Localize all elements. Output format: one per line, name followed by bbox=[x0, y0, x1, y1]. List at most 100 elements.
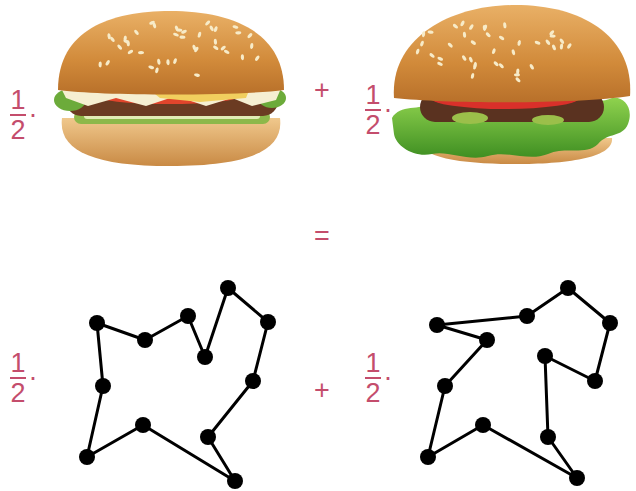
sesame-seed bbox=[493, 61, 500, 67]
coefficient-label: 2 bbox=[10, 378, 25, 408]
sesame-seed bbox=[105, 59, 111, 66]
graph-vertex bbox=[429, 317, 445, 333]
tour-graph bbox=[79, 280, 276, 489]
label-position: 1 bbox=[10, 350, 25, 377]
tour-graph bbox=[420, 280, 618, 486]
coefficient-label: 1 bbox=[10, 85, 25, 115]
sesame-seed bbox=[545, 39, 551, 46]
sesame-seed bbox=[133, 29, 139, 36]
sesame-seed bbox=[152, 22, 157, 29]
graph-vertex bbox=[220, 280, 236, 296]
sesame-seed bbox=[197, 31, 202, 38]
sesame-seed bbox=[485, 32, 492, 38]
label-position: 2 bbox=[10, 117, 25, 144]
label-position: + bbox=[314, 377, 330, 404]
sesame-seed bbox=[204, 20, 210, 27]
graph-vertex bbox=[227, 473, 243, 489]
sesame-seed bbox=[560, 43, 564, 49]
graph-vertex bbox=[602, 315, 618, 331]
hamburger-picture bbox=[394, 5, 630, 102]
coefficient-label: · bbox=[384, 362, 393, 392]
coefficient-label: · bbox=[29, 362, 38, 392]
coefficient-label: 1 bbox=[365, 348, 380, 378]
graph-vertex bbox=[537, 348, 553, 364]
coefficient-label: + bbox=[314, 75, 330, 105]
coefficient-label: · bbox=[384, 94, 393, 124]
sesame-seed bbox=[176, 29, 182, 32]
tour-graph bbox=[79, 280, 276, 489]
sesame-seed bbox=[247, 32, 253, 39]
sesame-seed bbox=[123, 39, 130, 44]
sesame-seed bbox=[235, 31, 241, 35]
hamburger-picture bbox=[415, 20, 572, 83]
graph-vertex bbox=[420, 449, 436, 465]
coefficient-label: 2 bbox=[10, 115, 25, 145]
label-position: 2 bbox=[10, 380, 25, 407]
sesame-seed bbox=[193, 46, 199, 53]
sesame-seed bbox=[516, 68, 520, 74]
sesame-seed bbox=[422, 31, 426, 37]
graph-vertex bbox=[79, 449, 95, 465]
graph-vertex bbox=[519, 308, 535, 324]
label-position: 1 bbox=[10, 87, 25, 114]
sesame-seed bbox=[473, 62, 477, 68]
graph-vertex bbox=[89, 315, 105, 331]
sesame-seed bbox=[447, 42, 454, 48]
sesame-seed bbox=[419, 40, 424, 47]
sesame-seed bbox=[470, 73, 474, 80]
sesame-seed bbox=[549, 29, 555, 36]
sesame-seed bbox=[209, 25, 215, 32]
sesame-seed bbox=[194, 73, 201, 77]
sesame-seed bbox=[498, 62, 504, 69]
sesame-seed bbox=[566, 43, 572, 50]
sesame-seed bbox=[468, 56, 473, 63]
graph-vertex bbox=[479, 332, 495, 348]
sesame-seed bbox=[241, 54, 244, 60]
coefficient-label: + bbox=[314, 375, 330, 405]
graph-vertex bbox=[197, 349, 213, 365]
label-position: · bbox=[384, 96, 393, 123]
hamburger-picture bbox=[452, 112, 488, 124]
label-position: = bbox=[314, 223, 330, 250]
sesame-seed bbox=[172, 58, 177, 65]
sesame-seed bbox=[223, 49, 230, 55]
sesame-seed bbox=[517, 40, 521, 47]
sesame-seed bbox=[214, 39, 218, 45]
sesame-seed bbox=[166, 59, 169, 65]
hamburger-picture bbox=[58, 11, 284, 95]
graph-vertex bbox=[245, 373, 261, 389]
graph-vertex bbox=[135, 417, 151, 433]
label-position: · bbox=[29, 101, 38, 128]
graph-vertex bbox=[437, 378, 453, 394]
sesame-seed bbox=[107, 33, 111, 39]
graph-vertex bbox=[137, 332, 153, 348]
sesame-seed bbox=[470, 40, 477, 46]
tour-graph bbox=[428, 288, 610, 478]
coefficient-label: 2 bbox=[365, 378, 380, 408]
sesame-seed bbox=[173, 32, 180, 37]
graph-vertex bbox=[95, 378, 111, 394]
sesame-seed bbox=[99, 61, 102, 67]
sesame-seed bbox=[220, 45, 227, 51]
label-position: · bbox=[29, 364, 38, 391]
sesame-seed bbox=[232, 25, 239, 30]
sesame-seed bbox=[468, 24, 474, 31]
coefficient-label: 2 bbox=[365, 110, 380, 140]
coefficient-label: 1 bbox=[365, 80, 380, 110]
sesame-seed bbox=[212, 45, 219, 51]
coefficient-label: = bbox=[314, 221, 330, 251]
hamburger-picture bbox=[62, 118, 281, 166]
graph-vertex bbox=[180, 308, 196, 324]
sesame-seed bbox=[415, 48, 420, 55]
sesame-seed bbox=[452, 23, 459, 29]
coefficient-label: 1 bbox=[10, 348, 25, 378]
label-position: 2 bbox=[365, 380, 380, 407]
graph-vertex bbox=[260, 314, 276, 330]
sesame-seed bbox=[460, 20, 466, 27]
coefficient-label: · bbox=[29, 99, 38, 129]
sesame-seed bbox=[491, 48, 496, 55]
sesame-seed bbox=[551, 44, 556, 51]
hamburger-picture bbox=[99, 20, 261, 78]
sesame-seed bbox=[461, 55, 467, 62]
sesame-seed bbox=[429, 52, 436, 58]
